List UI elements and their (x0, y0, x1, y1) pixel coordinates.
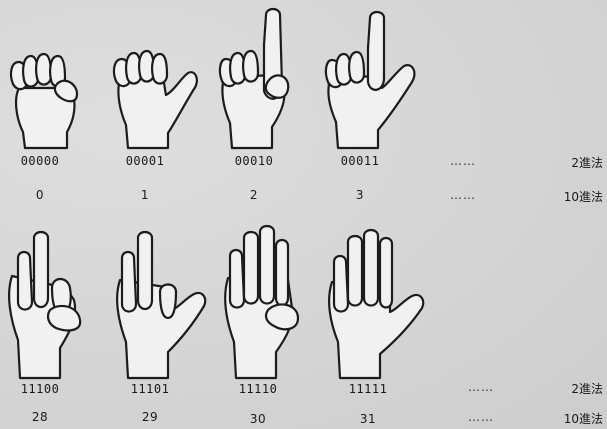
label-decimal-row1: 10進法 (564, 188, 603, 205)
ellipsis-decimal-row1: …… (450, 188, 476, 202)
label-binary-row1: 2進法 (571, 154, 603, 171)
hand-28 (4, 228, 94, 380)
binary-3: 00011 (341, 154, 380, 168)
decimal-28: 28 (32, 410, 48, 424)
hand-1-thumb (110, 45, 210, 150)
binary-29: 11101 (131, 382, 170, 396)
decimal-2: 2 (250, 188, 258, 202)
binary-0: 00000 (21, 154, 60, 168)
hand-29 (112, 228, 212, 380)
binary-2: 00010 (235, 154, 274, 168)
binary-1: 00001 (126, 154, 165, 168)
label-decimal-row2: 10進法 (564, 410, 603, 427)
ellipsis-binary-row2: …… (468, 380, 494, 394)
hand-30 (222, 228, 312, 380)
label-binary-row2: 2進法 (571, 380, 603, 397)
hand-0-fist (5, 40, 85, 150)
binary-28: 11100 (21, 382, 60, 396)
binary-30: 11110 (239, 382, 278, 396)
binary-31: 11111 (349, 382, 388, 396)
decimal-3: 3 (356, 188, 364, 202)
decimal-0: 0 (36, 188, 44, 202)
hand-31 (326, 228, 436, 380)
hand-3-index-thumb (326, 8, 426, 150)
ellipsis-binary-row1: …… (450, 154, 476, 168)
decimal-30: 30 (250, 412, 266, 426)
hand-2-index (218, 5, 298, 150)
decimal-1: 1 (141, 188, 149, 202)
decimal-29: 29 (142, 410, 158, 424)
decimal-31: 31 (360, 412, 376, 426)
ellipsis-decimal-row2: …… (468, 410, 494, 424)
